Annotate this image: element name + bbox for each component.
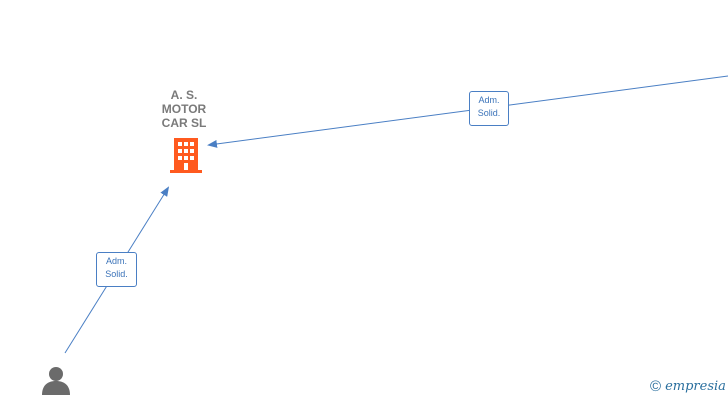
brand-initial: e (665, 379, 673, 394)
edge-label-line1: Adm. (105, 256, 127, 266)
edge-line-top (207, 75, 728, 148)
company-name-label[interactable]: A. S. MOTOR CAR SL (161, 88, 207, 130)
edge-label-line1: Adm. (478, 95, 500, 105)
brand-logo-text: empresia (665, 379, 726, 394)
brand-rest: mpresia (672, 379, 726, 394)
edge-label-adm-solid[interactable]: Adm. Solid. (469, 91, 509, 126)
edge-label-line2: Solid. (477, 108, 501, 118)
building-icon[interactable] (170, 138, 202, 173)
empresia-watermark: © empresia (650, 378, 726, 395)
edge-label-line2: Solid. (105, 269, 128, 279)
copyright-symbol: © (650, 378, 662, 395)
edge-label-adm-solid[interactable]: Adm. Solid. (96, 252, 137, 287)
person-icon[interactable] (42, 367, 70, 395)
